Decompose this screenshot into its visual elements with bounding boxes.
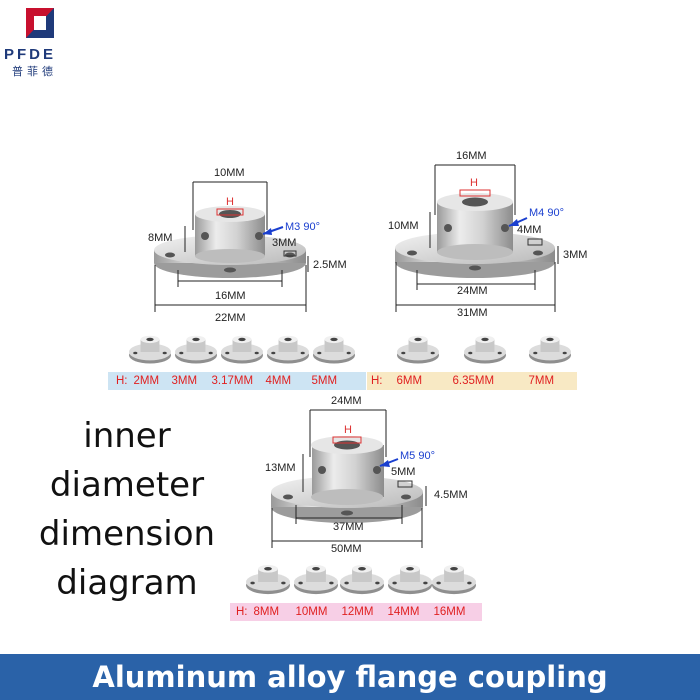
logo-icon [26, 8, 54, 38]
size-option: 3MM [171, 375, 198, 387]
dimension-diagram [129, 164, 571, 595]
screw-position-label: 5MM [391, 466, 416, 478]
bolt-circle-label: 24MM [457, 285, 488, 297]
flange-thickness-label: 2.5MM [313, 259, 347, 271]
screw-spec-label: M5 90° [400, 450, 435, 462]
size-prefix: H: [236, 606, 248, 618]
size-strip-large: H: 8MM 10MM 12MM 14MM 16MM [230, 603, 482, 621]
size-option: 7MM [528, 375, 555, 387]
size-option: 6MM [396, 375, 423, 387]
logo-text: PFDE [4, 46, 57, 63]
description-line: diameter [49, 465, 205, 505]
thumbnail-row-3 [246, 564, 476, 595]
screw-spec-label: M4 90° [529, 207, 564, 219]
thumbnail-row-1 [129, 335, 355, 364]
description-line: inner [83, 416, 171, 456]
bolt-circle-label: 16MM [215, 290, 246, 302]
size-option: 10MM [295, 606, 328, 618]
flange-diameter-label: 50MM [331, 543, 362, 555]
logo-subtitle: 普菲德 [12, 66, 57, 78]
bore-label: H [470, 177, 478, 189]
flange-thickness-label: 4.5MM [434, 489, 468, 501]
size-option: 12MM [341, 606, 374, 618]
flange-diameter-label: 22MM [215, 312, 246, 324]
size-option: 5MM [311, 375, 338, 387]
size-strip-medium: H: 6MM 6.35MM 7MM [367, 372, 577, 390]
thumbnail-row-2 [397, 335, 571, 364]
size-strip-small: H: 2MM 3MM 3.17MM 4MM 5MM [108, 372, 366, 390]
hub-width-label: 24MM [331, 395, 362, 407]
description-text: inner diameter dimension diagram [22, 412, 232, 608]
screw-spec-label: M3 90° [285, 221, 320, 233]
hub-width-label: 16MM [456, 150, 487, 162]
size-option: 6.35MM [452, 375, 495, 387]
bolt-circle-label: 37MM [333, 521, 364, 533]
screw-position-label: 3MM [272, 237, 297, 249]
hub-height-label: 13MM [265, 462, 296, 474]
coupling-medium [395, 164, 559, 312]
coupling-large [271, 409, 427, 548]
hub-height-label: 8MM [148, 232, 173, 244]
flange-diameter-label: 31MM [457, 307, 488, 319]
description-line: dimension [38, 514, 216, 554]
size-option: 14MM [387, 606, 420, 618]
hub-height-label: 10MM [388, 220, 419, 232]
size-prefix: H: [371, 375, 383, 387]
screw-position-label: 4MM [517, 224, 542, 236]
size-option: 4MM [265, 375, 292, 387]
hub-width-label: 10MM [214, 167, 245, 179]
size-option: 8MM [253, 606, 280, 618]
description-line: diagram [56, 563, 198, 603]
flange-thickness-label: 3MM [563, 249, 588, 261]
bore-label: H [226, 196, 234, 208]
footer-banner: Aluminum alloy flange coupling [0, 654, 700, 700]
size-option: 3.17MM [211, 375, 254, 387]
size-prefix: H: [116, 375, 128, 387]
size-option: 16MM [433, 606, 466, 618]
size-option: 2MM [133, 375, 160, 387]
coupling-small [154, 181, 309, 312]
bore-label: H [344, 424, 352, 436]
